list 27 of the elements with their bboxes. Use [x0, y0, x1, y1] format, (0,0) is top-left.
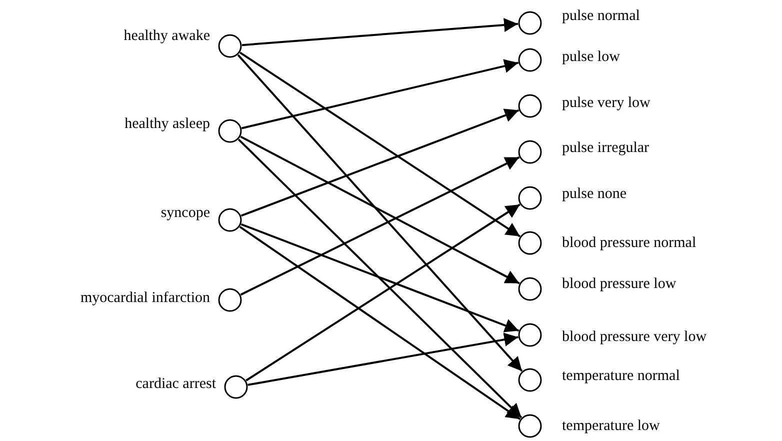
node-label: syncope [160, 204, 210, 222]
node-label: temperature normal [562, 367, 680, 385]
node-label: pulse normal [562, 7, 640, 25]
node-label: healthy asleep [124, 115, 210, 133]
node-label: pulse none [562, 185, 627, 203]
arrow [240, 223, 520, 332]
node-label: pulse low [562, 48, 620, 66]
node-label: blood pressure very low [562, 328, 707, 346]
arrow [237, 54, 523, 372]
arrow [238, 138, 522, 418]
node-label: blood pressure normal [562, 234, 696, 252]
arrow [239, 226, 521, 420]
node-label: healthy awake [124, 27, 210, 45]
node-label: blood pressure low [562, 275, 676, 293]
node-label: temperature low [562, 417, 660, 435]
arrow [239, 52, 521, 238]
node-label: cardiac arrest [136, 375, 216, 393]
arrow [248, 332, 518, 386]
arrow [242, 18, 518, 46]
arrow [240, 108, 520, 217]
arrow [241, 59, 519, 130]
arrow [240, 156, 520, 296]
arrow [240, 136, 520, 284]
node-label: pulse irregular [562, 139, 650, 157]
node-label: myocardial infarction [80, 289, 210, 307]
arrow [246, 204, 520, 382]
node-label: pulse very low [562, 94, 650, 112]
